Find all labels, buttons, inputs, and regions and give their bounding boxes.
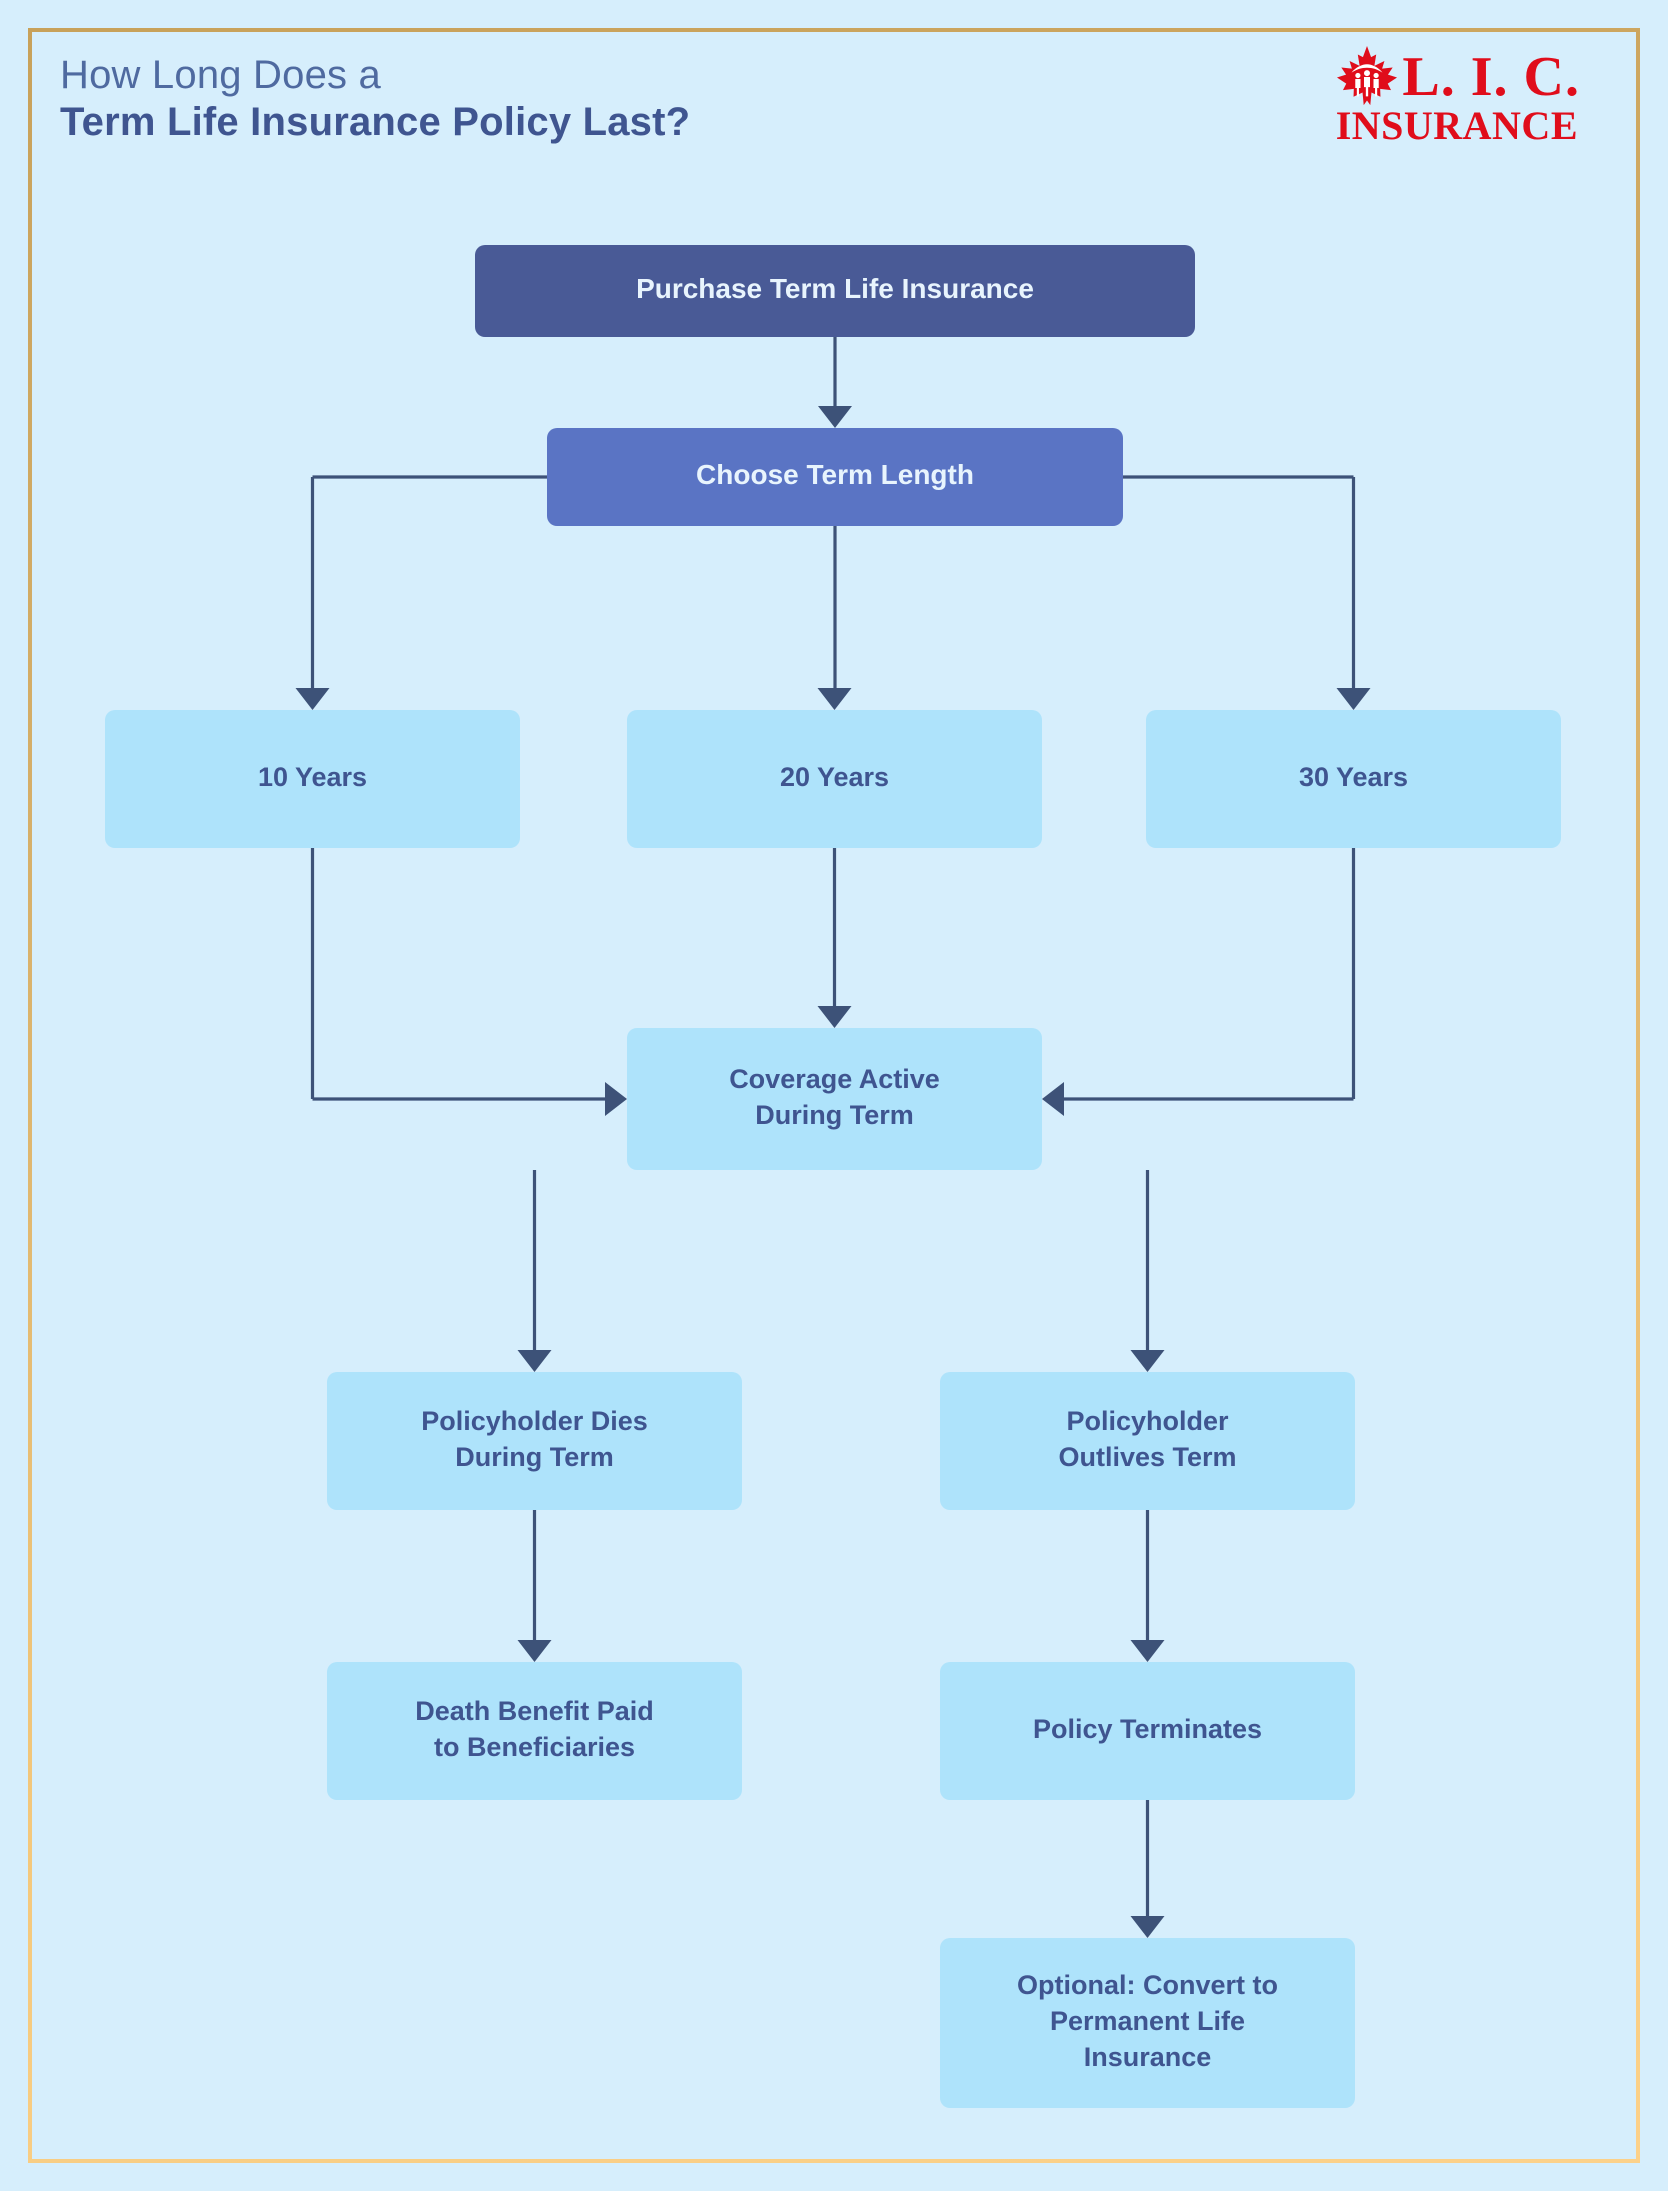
flow-node-dies[interactable]: Policyholder DiesDuring Term [327, 1372, 742, 1510]
arrowhead-down [518, 1350, 552, 1372]
arrowhead-down [818, 688, 852, 710]
arrowhead-down [1337, 688, 1371, 710]
arrowhead-down [818, 406, 852, 428]
nodes-layer: Purchase Term Life InsuranceChoose Term … [105, 245, 1561, 2108]
flow-node-label: 30 Years [1299, 762, 1408, 792]
flow-node-convert[interactable]: Optional: Convert toPermanent LifeInsura… [940, 1938, 1355, 2108]
flow-node-box [327, 1372, 742, 1510]
flow-node-y30[interactable]: 30 Years [1146, 710, 1561, 848]
arrowhead-down [1131, 1350, 1165, 1372]
flow-node-purchase[interactable]: Purchase Term Life Insurance [475, 245, 1195, 337]
flow-node-box [940, 1372, 1355, 1510]
flow-node-choose[interactable]: Choose Term Length [547, 428, 1123, 526]
flow-node-benefit[interactable]: Death Benefit Paidto Beneficiaries [327, 1662, 742, 1800]
flow-node-label: Purchase Term Life Insurance [636, 273, 1034, 304]
flow-node-y20[interactable]: 20 Years [627, 710, 1042, 848]
flow-node-label: Choose Term Length [696, 459, 974, 490]
flow-node-terminates[interactable]: Policy Terminates [940, 1662, 1355, 1800]
flow-node-box [327, 1662, 742, 1800]
arrowhead-down [818, 1006, 852, 1028]
flow-node-label: 10 Years [258, 762, 367, 792]
arrowhead-down [1131, 1916, 1165, 1938]
flow-node-label: 20 Years [780, 762, 889, 792]
flow-node-box [627, 1028, 1042, 1170]
arrowhead-right [605, 1082, 627, 1116]
arrowhead-down [296, 688, 330, 710]
arrowhead-down [518, 1640, 552, 1662]
flow-node-label: Policy Terminates [1033, 1714, 1262, 1744]
flow-node-y10[interactable]: 10 Years [105, 710, 520, 848]
flow-node-coverage[interactable]: Coverage ActiveDuring Term [627, 1028, 1042, 1170]
flow-node-outlives[interactable]: PolicyholderOutlives Term [940, 1372, 1355, 1510]
arrowhead-down [1131, 1640, 1165, 1662]
arrowhead-left [1042, 1082, 1064, 1116]
